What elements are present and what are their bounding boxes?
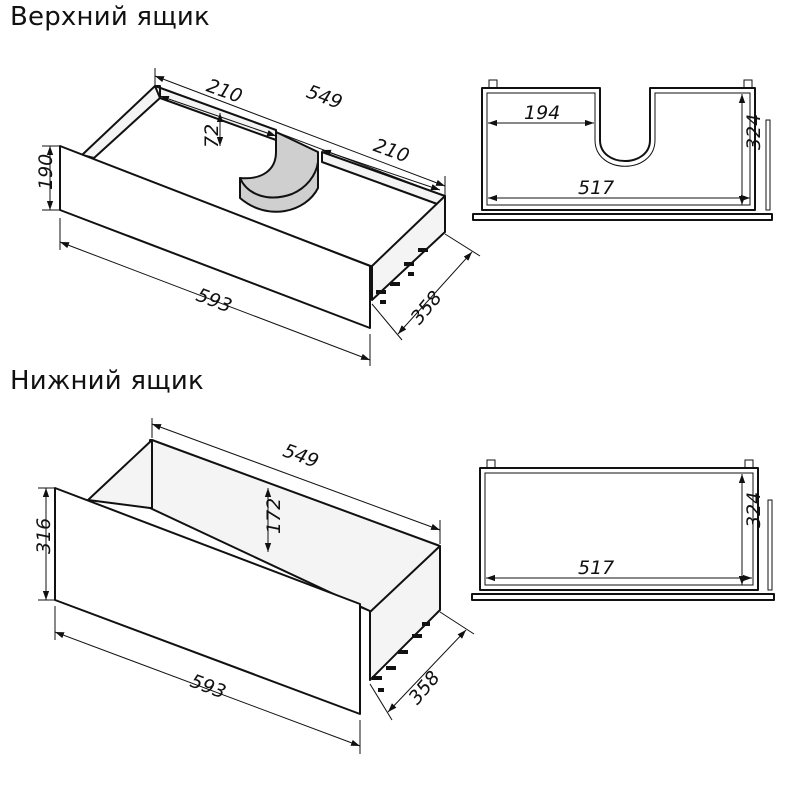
lower-front-width-dim [54,631,361,747]
lower-top-view-base [471,593,775,601]
upper-top-view-outline [481,87,756,211]
lower-top-depth-label: 324 [743,492,765,528]
upper-top-depth-label: 324 [743,114,765,150]
lower-front-width-label: 593 [187,670,229,704]
lower-top-view-outline [479,467,759,591]
lower-drawer-top-view: 324 517 [471,459,775,601]
lower-drawer-perspective: 549 172 316 593 358 [33,418,475,754]
lower-inner-height-label: 172 [263,498,285,534]
upper-right-cutout-dim [321,149,441,191]
upper-drawer-perspective: 210 549 210 72 190 593 358 [35,68,481,366]
upper-front-width-label: 593 [193,284,235,318]
lower-side-depth-label: 358 [404,667,444,709]
upper-depth-label: 549 [304,81,346,114]
upper-left-cutout-label: 210 [204,75,246,108]
lower-depth-label: 549 [280,440,322,473]
upper-front-height-label: 190 [35,154,57,190]
lower-top-width-label: 517 [578,557,614,579]
upper-drawer-top-view: 194 324 517 [472,79,773,221]
upper-front-width-dim [59,241,371,361]
upper-cutout-depth-label: 72 [201,124,223,148]
upper-drawer-right-side [371,195,446,301]
upper-side-depth-label: 358 [406,287,446,329]
lower-front-height-label: 316 [33,518,55,554]
lower-drawer-left-side [87,439,153,509]
upper-drawer-heading: Верхний ящик [10,2,210,32]
upper-top-view-base [472,213,773,221]
lower-drawer-heading: Нижний ящик [10,366,204,396]
lower-side-depth-dim [387,629,467,713]
lower-depth-dim [151,423,441,531]
upper-top-width-label: 517 [578,177,614,199]
upper-side-depth-dim [397,251,473,335]
lower-drawer-right-side [369,545,441,681]
upper-notch-offset-label: 194 [524,102,560,124]
upper-right-cutout-label: 210 [371,134,413,167]
